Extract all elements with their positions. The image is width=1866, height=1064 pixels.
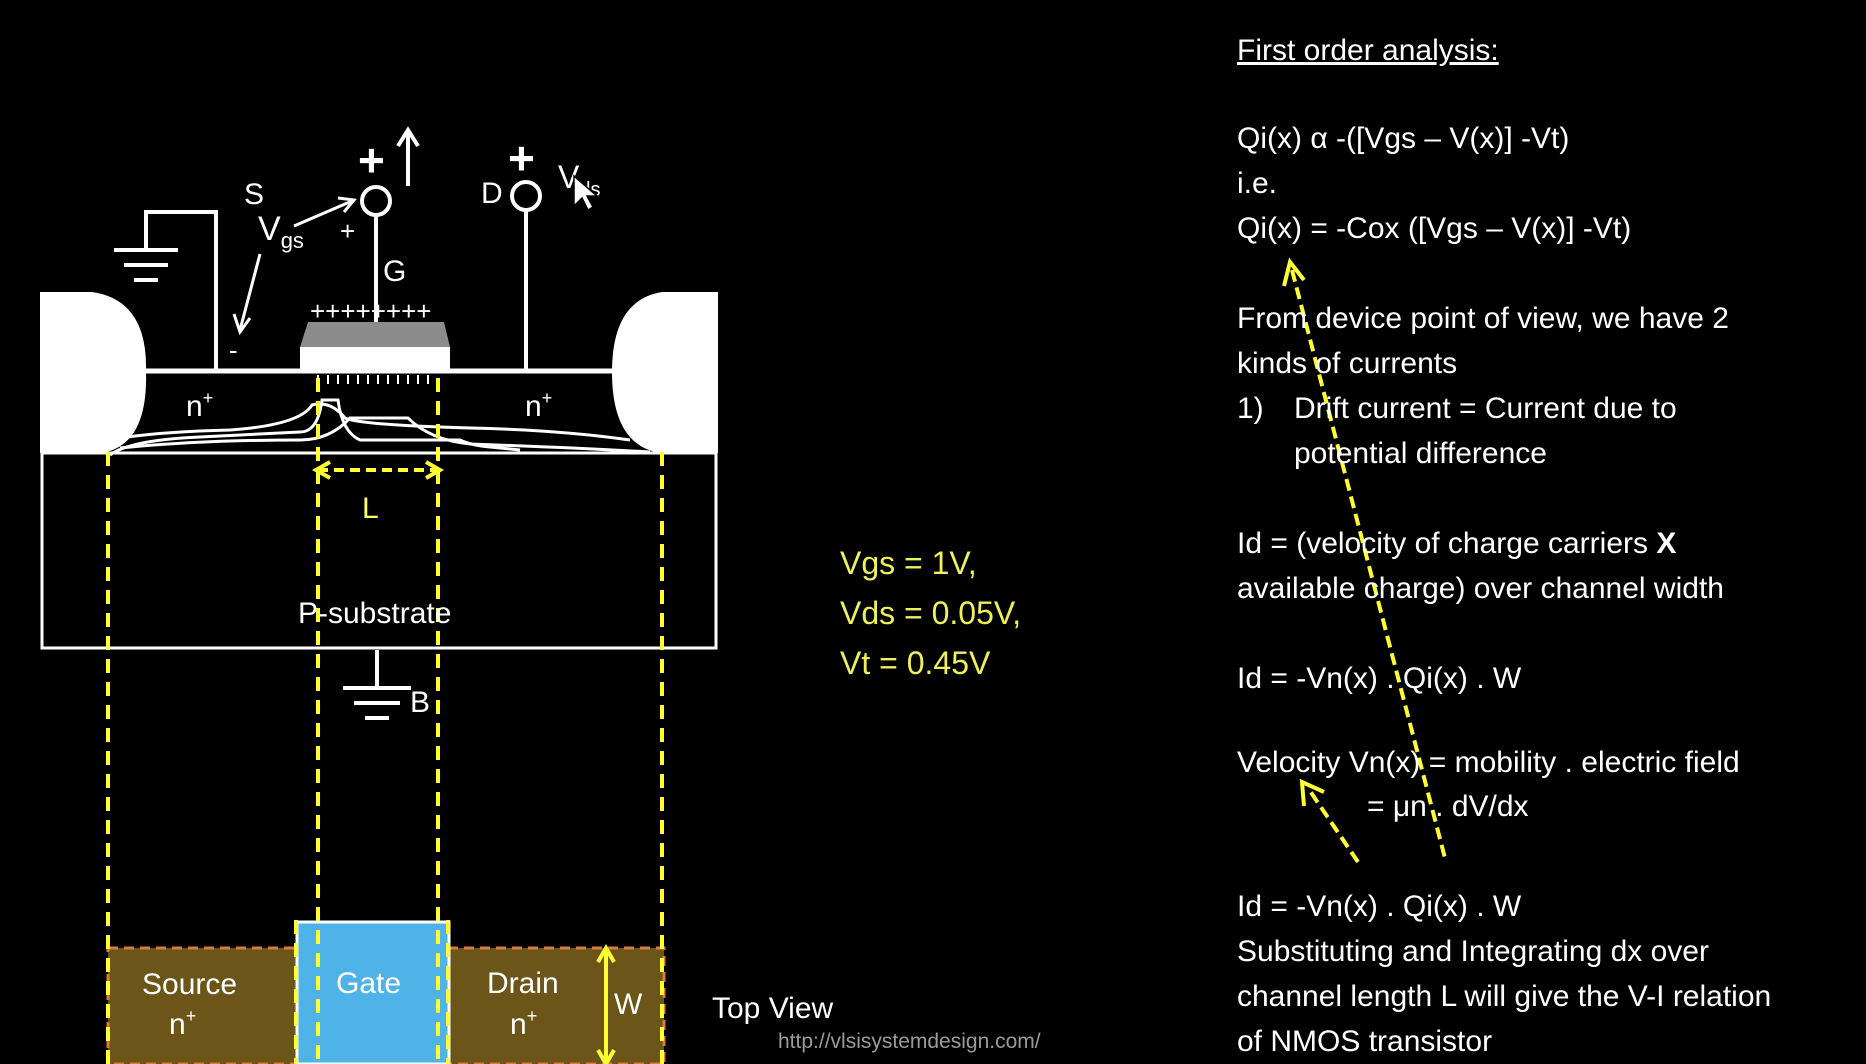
annotation-slash (1282, 257, 1448, 863)
param-vgs: Vgs = 1V, (840, 545, 977, 581)
body-terminal-label: B (410, 686, 430, 719)
top-view-title: Top View (712, 992, 834, 1025)
right-field-oxide (612, 292, 718, 453)
gate-poly (300, 322, 450, 347)
source-url: http://vlsisystemdesign.com/ (778, 1030, 1041, 1053)
top-view-drain-nplus: n+ (510, 1006, 537, 1041)
bias-parameters: Vgs = 1V, Vds = 0.05V, Vt = 0.45V (840, 538, 1021, 688)
notes-line-8: Id = (velocity of charge carriers X (1237, 527, 1677, 560)
notes-line-4: From device point of view, we have 2 (1237, 302, 1729, 335)
drain-plus-sign: + (508, 132, 535, 184)
notes-line-11: Velocity Vn(x) = mobility . electric fie… (1237, 746, 1740, 779)
gate-charges-label: ++++++++ (310, 296, 431, 326)
channel-length-label: L (362, 492, 379, 525)
annotation-arrow (1299, 778, 1360, 864)
notes-line-13: Id = -Vn(x) . Qi(x) . W (1237, 890, 1522, 923)
source-ground-symbol (114, 210, 218, 372)
notes-line-7: potential difference (1294, 437, 1547, 470)
projection-lines (106, 378, 664, 1064)
top-view-source-nplus: n+ (169, 1006, 196, 1041)
notes-title: First order analysis: (1237, 34, 1499, 67)
vgs-label: Vgs (258, 210, 304, 253)
drain-terminal-label: D (481, 177, 503, 210)
param-vds: Vds = 0.05V, (840, 595, 1022, 631)
notes-line-12: = μn . dV/dx (1367, 790, 1529, 823)
vgs-arrow-to-source (232, 253, 262, 336)
source-terminal-label: S (244, 178, 264, 211)
top-view-source-label: Source (142, 968, 237, 1001)
notes-line-15: channel length L will give the V-I relat… (1237, 980, 1772, 1013)
width-arrow (596, 943, 616, 1064)
junction-contour-upper (109, 402, 631, 442)
notes-line-10: Id = -Vn(x) . Qi(x) . W (1237, 662, 1522, 695)
top-view-drain-region (446, 946, 666, 1064)
mouse-cursor-icon (573, 174, 600, 212)
gate-up-arrow-icon (396, 126, 420, 186)
notes-line-6: Drift current = Current due to (1294, 392, 1677, 425)
body-ground-symbol (343, 650, 411, 720)
top-view-gate-label: Gate (336, 967, 401, 1000)
notes-list-number: 1) (1237, 392, 1264, 425)
gate-oxide (300, 347, 450, 372)
drain-terminal-node (510, 180, 542, 212)
source-nplus-label: n+ (186, 388, 213, 423)
vgs-plus-sign: + (340, 216, 355, 246)
drain-nplus-label: n+ (525, 388, 552, 423)
param-vt: Vt = 0.45V (840, 645, 991, 681)
notes-line-5: kinds of currents (1237, 347, 1458, 380)
notes-line-9: available charge) over channel width (1237, 572, 1724, 605)
substrate-label: P-substrate (298, 597, 451, 630)
top-view-gate-region (295, 920, 451, 1064)
notes-line-3: Qi(x) = -Cox ([Vgs – V(x)] -Vt) (1237, 212, 1632, 245)
vgs-minus-sign: - (229, 335, 238, 365)
channel-contour (119, 416, 651, 454)
notes-line-16: of NMOS transistor (1237, 1025, 1493, 1058)
left-field-oxide (40, 292, 147, 453)
gate-terminal-label: G (383, 255, 406, 288)
top-view-drain-label: Drain (487, 967, 559, 1000)
top-view-width-label: W (614, 988, 643, 1021)
notes-line-14: Substituting and Integrating dx over (1237, 935, 1709, 968)
notes-line-2: i.e. (1237, 167, 1278, 200)
channel-length-arrow (311, 460, 445, 480)
gate-plus-sign: + (358, 134, 385, 186)
top-view-source-region (106, 946, 300, 1064)
notes-line-1: Qi(x) α -([Vgs – V(x)] -Vt) (1237, 122, 1570, 155)
gate-terminal-node (360, 185, 392, 217)
vgs-arrow-to-gate (293, 196, 357, 228)
